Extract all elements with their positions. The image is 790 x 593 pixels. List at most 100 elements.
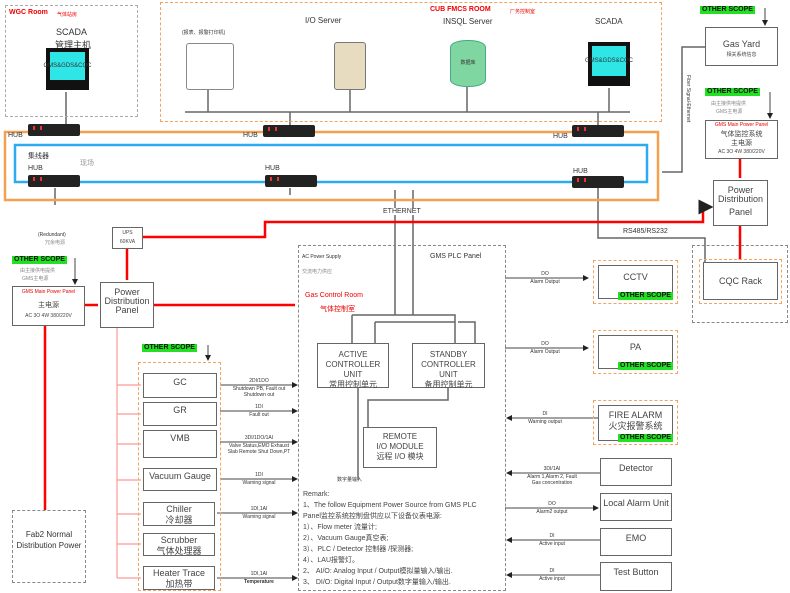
scada-label: SCADA	[56, 27, 88, 37]
printer-label: (报表、报警打印机)	[182, 30, 226, 36]
gas-control-room-label: Gas Control Room	[305, 292, 363, 299]
cctv-scope	[593, 260, 678, 304]
detector-box: Detector	[600, 458, 672, 486]
equipment-gr: GR	[143, 402, 217, 426]
note: GMS主电源	[716, 109, 743, 115]
cqc-zone	[692, 245, 788, 323]
redundant-label-cn: 冗余电源	[45, 240, 66, 246]
cqc-rack-box: CQC Rack	[703, 262, 778, 300]
scada-monitor-icon: GMS&GDS&CQC	[585, 42, 633, 86]
pa-scope	[593, 330, 678, 374]
cub-room-label-cn: 厂务控制室	[510, 9, 536, 15]
note: 由主接供电提供	[711, 101, 747, 107]
other-scope-badge: OTHER SCOPE	[142, 344, 197, 352]
other-scope-badge: OTHER SCOPE	[700, 6, 755, 14]
hub-icon	[572, 176, 624, 188]
hub-label: HUB	[8, 132, 23, 139]
gas-control-room-label-cn: 气体控制室	[320, 306, 355, 313]
wgc-room-zone	[5, 5, 138, 117]
scada-label-cub: SCADA	[595, 17, 623, 26]
network-ring-outer	[3, 130, 660, 202]
ac-power-label: AC Power Supply	[302, 254, 342, 260]
remark-text: Remark:1、The follow Equipment Power Sour…	[303, 491, 477, 586]
equipment-zone	[138, 362, 221, 591]
hub-label: HUB	[573, 168, 588, 175]
hub-label: HUB	[553, 133, 568, 140]
hub-icon	[572, 125, 624, 137]
ac-power-label-cn: 交流电力供应	[302, 269, 333, 275]
cub-room-label: CUB FMCS ROOM	[430, 6, 491, 13]
plc-panel-title: GMS PLC Panel	[430, 253, 482, 260]
redundant-label: (Redundant)	[38, 232, 66, 238]
insql-server-label: INSQL Server	[443, 17, 493, 26]
network-ring-inner	[13, 143, 649, 184]
io-server-icon	[334, 42, 366, 90]
fiber-label: Fiber Signal-Ethernet	[685, 75, 691, 123]
gms-plc-panel-zone	[298, 245, 506, 591]
printer-icon	[186, 43, 234, 90]
note: 由主接供电提供	[20, 268, 56, 274]
hub-icon	[263, 125, 315, 137]
hub-label: HUB	[243, 132, 258, 139]
io-server-label: I/O Server	[305, 16, 342, 25]
field-label-cn: 现场	[80, 160, 94, 167]
rs485-label: RS485/RS232	[623, 228, 668, 235]
other-scope-badge: OTHER SCOPE	[705, 88, 760, 96]
other-scope-badge: OTHER SCOPE	[618, 434, 673, 442]
equipment-gc: GC	[143, 373, 217, 398]
hub-icon	[265, 175, 317, 187]
database-icon: 数据库	[450, 40, 486, 87]
scada-monitor-icon: GMS&GDS&CQC	[44, 48, 92, 90]
hub-icon	[28, 124, 80, 136]
wgc-room-label: WGC Room	[9, 9, 48, 16]
equipment-vmb: VMB	[143, 430, 217, 458]
other-scope-badge: OTHER SCOPE	[12, 256, 67, 264]
wgc-room-label-cn: 气体站房	[57, 12, 78, 18]
emo-box: EMO	[600, 528, 672, 556]
test-button-box: Test Button	[600, 562, 672, 591]
local-alarm-unit-box: Local Alarm Unit	[600, 493, 672, 521]
ethernet-label: ETHERNET	[383, 208, 421, 215]
other-scope-badge: OTHER SCOPE	[618, 362, 673, 370]
digital-input-label: 数字量输入	[337, 477, 363, 483]
hub-label: HUB	[265, 165, 280, 172]
cqc-scope	[699, 259, 782, 304]
hub-icon	[28, 175, 80, 187]
note: GMS主电源	[22, 276, 49, 282]
scada-label-cn: 管理主机	[55, 40, 92, 50]
other-scope-badge: OTHER SCOPE	[618, 292, 673, 300]
equipment-vacuum-gauge: Vacuum Gauge	[143, 468, 217, 491]
hub-label: HUB	[28, 165, 43, 172]
hub-label-cn: 集线器	[28, 153, 49, 160]
fire-alarm-scope	[593, 400, 678, 445]
cub-fmcs-room-zone	[160, 2, 662, 122]
